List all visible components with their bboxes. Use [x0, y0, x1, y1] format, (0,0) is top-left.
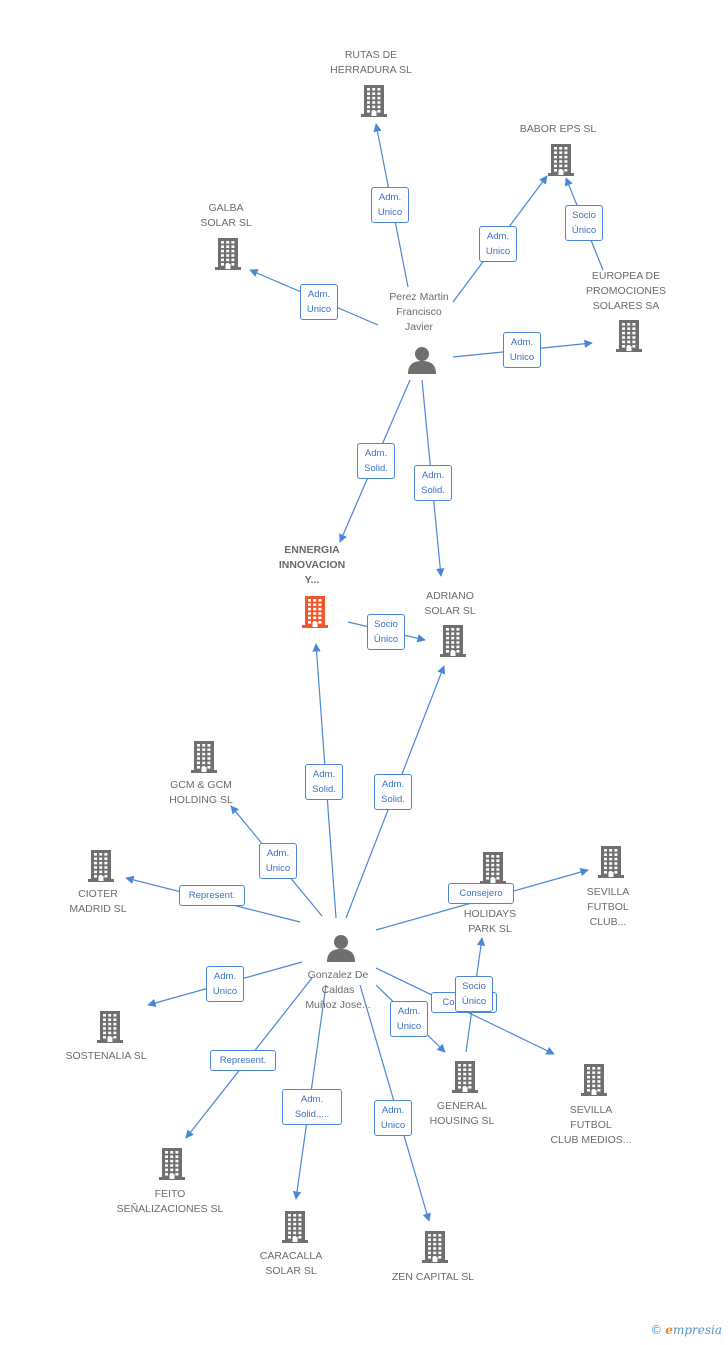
node-cioter[interactable]: CIOTER MADRID SL — [33, 887, 163, 917]
edge-label-adm-unico[interactable]: Adm. Unico — [206, 966, 244, 1002]
node-label: SEVILLA FUTBOL CLUB MEDIOS... — [550, 1104, 632, 1146]
edge-label-adm-unico[interactable]: Adm. Unico — [300, 284, 338, 320]
edge-label-represent[interactable]: Represent. — [210, 1049, 276, 1071]
building-icon[interactable] — [581, 1063, 607, 1102]
building-icon[interactable] — [97, 1010, 123, 1049]
building-icon[interactable] — [452, 1060, 478, 1099]
node-gcm[interactable]: GCM & GCM HOLDING SL — [136, 778, 266, 808]
node-gonzalez[interactable]: Gonzalez De Caldas Muñoz Jose... — [273, 968, 403, 1013]
node-general[interactable]: GENERAL HOUSING SL — [397, 1099, 527, 1129]
edge-label-adm-solid[interactable]: Adm. Solid. — [305, 764, 343, 800]
edge-label-adm-unico[interactable]: Adm. Unico — [479, 226, 517, 262]
node-label: FEITO SEÑALIZACIONES SL — [116, 1188, 224, 1215]
node-label: CIOTER MADRID SL — [69, 888, 127, 915]
edge-label-adm-unico[interactable]: Adm. Unico — [371, 187, 409, 223]
node-babor[interactable]: BABOR EPS SL — [493, 122, 623, 137]
edge-label-adm-solid[interactable]: Adm. Solid. — [414, 465, 452, 501]
node-ennergia[interactable]: ENNERGIA INNOVACION Y... — [247, 543, 377, 588]
node-rutas[interactable]: RUTAS DE HERRADURA SL — [306, 48, 436, 78]
node-label: ADRIANO SOLAR SL — [424, 590, 476, 617]
building-icon[interactable] — [215, 237, 241, 276]
building-icon[interactable] — [88, 849, 114, 888]
node-sevilla2[interactable]: SEVILLA FUTBOL CLUB MEDIOS... — [526, 1103, 656, 1148]
node-adriano[interactable]: ADRIANO SOLAR SL — [385, 589, 515, 619]
node-label: GCM & GCM HOLDING SL — [169, 779, 233, 806]
node-holidays[interactable]: HOLIDAYS PARK SL — [425, 907, 555, 937]
node-europea[interactable]: EUROPEA DE PROMOCIONES SOLARES SA — [561, 269, 691, 314]
building-icon[interactable] — [598, 845, 624, 884]
edge-label-adm-solid[interactable]: Adm. Solid. — [374, 774, 412, 810]
edge-label-adm-unico[interactable]: Adm. Unico — [259, 843, 297, 879]
focus-building-icon[interactable] — [302, 595, 328, 634]
node-label: ENNERGIA INNOVACION Y... — [278, 544, 346, 586]
node-label: Perez Martin Francisco Javier — [389, 291, 449, 333]
node-label: SOSTENALIA SL — [65, 1050, 147, 1062]
edge-label-adm-unico[interactable]: Adm. Unico — [374, 1100, 412, 1136]
edge-label-represent[interactable]: Represent. — [179, 884, 245, 906]
edge-label-adm-unico[interactable]: Adm. Unico — [390, 1001, 428, 1037]
edge-label-adm-unico[interactable]: Adm. Unico — [503, 332, 541, 368]
node-label: SEVILLA FUTBOL CLUB... — [586, 886, 630, 928]
node-feito[interactable]: FEITO SEÑALIZACIONES SL — [105, 1187, 235, 1217]
node-label: GALBA SOLAR SL — [200, 202, 252, 229]
node-label: CARACALLA SOLAR SL — [259, 1250, 323, 1277]
node-label: HOLIDAYS PARK SL — [463, 908, 517, 935]
edge-label-socio-nico[interactable]: Socio Único — [367, 614, 405, 650]
edge-label-consejero[interactable]: Consejero — [448, 882, 514, 904]
node-label: Gonzalez De Caldas Muñoz Jose... — [305, 969, 371, 1011]
building-icon[interactable] — [361, 84, 387, 123]
building-icon[interactable] — [440, 624, 466, 663]
edge-label-socio-nico[interactable]: Socio Único — [565, 205, 603, 241]
node-label: RUTAS DE HERRADURA SL — [330, 49, 412, 76]
node-sevilla1[interactable]: SEVILLA FUTBOL CLUB... — [543, 885, 673, 930]
edge-label-adm-solid[interactable]: Adm. Solid.,... — [282, 1089, 342, 1125]
node-zen[interactable]: ZEN CAPITAL SL — [368, 1270, 498, 1285]
node-label: BABOR EPS SL — [519, 123, 597, 135]
building-icon[interactable] — [191, 740, 217, 779]
building-icon[interactable] — [159, 1147, 185, 1186]
node-label: EUROPEA DE PROMOCIONES SOLARES SA — [586, 270, 666, 312]
copyright-icon: © — [650, 1323, 663, 1337]
edge-label-adm-solid[interactable]: Adm. Solid. — [357, 443, 395, 479]
building-icon[interactable] — [422, 1230, 448, 1269]
node-galba[interactable]: GALBA SOLAR SL — [161, 201, 291, 231]
node-perez[interactable]: Perez Martin Francisco Javier — [354, 290, 484, 335]
building-icon[interactable] — [616, 319, 642, 358]
edge-label-socio-nico[interactable]: Socio Único — [455, 976, 493, 1012]
building-icon[interactable] — [548, 143, 574, 182]
node-caracalla[interactable]: CARACALLA SOLAR SL — [226, 1249, 356, 1279]
node-label: GENERAL HOUSING SL — [429, 1100, 495, 1127]
building-icon[interactable] — [282, 1210, 308, 1249]
person-icon[interactable] — [326, 933, 356, 968]
node-label: ZEN CAPITAL SL — [391, 1271, 475, 1283]
person-icon[interactable] — [407, 345, 437, 380]
node-sostenalia[interactable]: SOSTENALIA SL — [41, 1049, 171, 1064]
brand-watermark: ©empresia — [650, 1323, 722, 1337]
